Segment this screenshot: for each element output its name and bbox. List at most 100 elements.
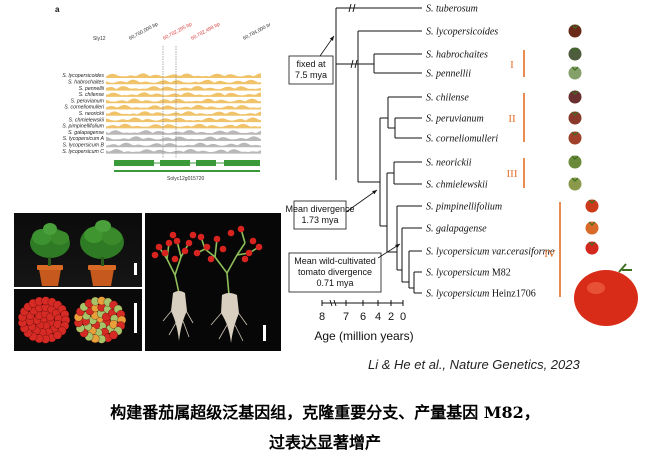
fruit xyxy=(155,243,163,251)
annotation-fixed: fixed at7.5 mya xyxy=(288,55,334,85)
coverage-track xyxy=(106,79,261,85)
fruit-icon xyxy=(585,221,599,235)
scale-bar xyxy=(134,303,137,333)
gene-model xyxy=(114,160,260,172)
track-species-label: S. lycopersicum B xyxy=(62,143,104,149)
citation: Li & He et al., Nature Genetics, 2023 xyxy=(368,357,580,372)
annotation-text: fixed at xyxy=(296,59,326,69)
taxon-name: S. lycopersicoides xyxy=(426,27,498,38)
fruit-icon xyxy=(568,66,582,80)
coordinate-label: 60,782,498 bp xyxy=(190,21,221,41)
scale-bar xyxy=(134,263,137,275)
coverage-track xyxy=(106,149,261,154)
tomato-highlight xyxy=(587,282,605,294)
fruit xyxy=(227,229,235,237)
fruit-icon xyxy=(568,111,582,125)
taxon-name: S. chilense xyxy=(426,93,469,104)
taxon-label: S. galapagense xyxy=(426,224,487,235)
fruit xyxy=(219,245,227,253)
fruit xyxy=(169,231,177,239)
annotation-text: 7.5 mya xyxy=(295,70,327,80)
fruit-icon xyxy=(568,24,582,38)
photo-potted-plants xyxy=(14,213,142,287)
fruit-calyx xyxy=(588,199,596,204)
taxon-name: S. habrochaites xyxy=(426,50,488,61)
annotation-text: Mean divergence xyxy=(285,204,354,214)
taxon-strain: Heinz1706 xyxy=(489,289,535,300)
taxon-label: S. tuberosum xyxy=(426,4,478,15)
fruit xyxy=(171,255,179,263)
root-fibers xyxy=(162,308,248,342)
axis-tick-label: 7 xyxy=(343,311,349,323)
group-label: IV xyxy=(544,248,556,260)
coverage-track xyxy=(106,92,261,97)
coverage-track xyxy=(106,86,261,91)
coverage-track xyxy=(106,117,261,123)
track-species-label: S. neorickii xyxy=(79,111,105,117)
taxon-label: S. corneliomulleri xyxy=(426,134,498,145)
fruit xyxy=(185,239,193,247)
coverage-track xyxy=(106,104,261,110)
fruit xyxy=(197,233,205,241)
gene-label: Solyc12g015720 xyxy=(167,176,204,182)
taxon-name: S. pennellii xyxy=(426,69,471,80)
fruit xyxy=(255,243,263,251)
fruit xyxy=(109,330,118,340)
taxon-label: S. chilense xyxy=(426,93,469,104)
taxon-name: S. lycopersicum var.cerasiforme xyxy=(426,247,555,258)
gene-exon xyxy=(160,160,190,166)
taxon-label: S. lycopersicum var.cerasiforme xyxy=(426,247,555,258)
taxon-label: S. lycopersicoides xyxy=(426,27,498,38)
axis-tick-label: 2 xyxy=(388,311,394,323)
fruit-icon xyxy=(568,155,582,169)
taxon-name: S. neorickii xyxy=(426,158,472,169)
group-label: III xyxy=(507,168,518,180)
annotation-box xyxy=(293,200,347,230)
fruit xyxy=(207,255,215,263)
caption-line-1: 构建番茄属超级泛基因组，克隆重要分支、产量基因 M82， xyxy=(110,403,540,422)
fruit xyxy=(193,249,201,257)
fruit-calyx xyxy=(571,66,579,71)
track-species-label: S. lycopersicum A xyxy=(63,136,105,142)
track-species-label: S. lycopersicoides xyxy=(62,73,104,79)
taxon-label: S. lycopersicum Heinz1706 xyxy=(426,289,536,300)
axis-tick-label: 6 xyxy=(360,311,366,323)
coverage-track xyxy=(106,98,261,104)
track-species-label: S. galapagense xyxy=(68,130,104,136)
track-species-label: S. habrochaites xyxy=(68,80,104,86)
axis-break-mark xyxy=(350,59,358,69)
axis-tick-label: 0 xyxy=(400,311,406,323)
tomato-stem xyxy=(618,263,632,273)
annotation-text: 0.71 mya xyxy=(316,278,353,288)
annotation-arrow xyxy=(345,189,378,213)
fruit-icon xyxy=(568,177,582,191)
fruit xyxy=(165,239,173,247)
coverage-track xyxy=(106,136,261,141)
fruit-calyx xyxy=(588,221,596,226)
annotation-text: 1.73 mya xyxy=(301,215,338,225)
gene-exon xyxy=(114,160,154,166)
coordinate-label: 60,760,000 bp xyxy=(128,21,159,41)
fruit-calyx xyxy=(588,241,596,246)
track-species-label: S. lycopersicum C xyxy=(62,149,104,155)
coordinate-label: 60,784,000 bp xyxy=(242,21,270,41)
annotation-box xyxy=(288,252,382,293)
coverage-track xyxy=(106,130,261,135)
root-systems xyxy=(171,291,239,343)
taxon-label: S. habrochaites xyxy=(426,50,488,61)
fruit-calyx xyxy=(571,47,579,52)
fruit xyxy=(245,249,253,257)
arrow-head xyxy=(395,244,400,249)
annotation-box xyxy=(288,55,334,85)
gene-exon xyxy=(224,160,260,166)
uprooted-plants-illustration xyxy=(151,225,263,343)
fruit-calyx xyxy=(571,90,579,95)
taxon-label: S. neorickii xyxy=(426,158,472,169)
group-label: II xyxy=(508,113,516,125)
fruit xyxy=(181,247,189,255)
